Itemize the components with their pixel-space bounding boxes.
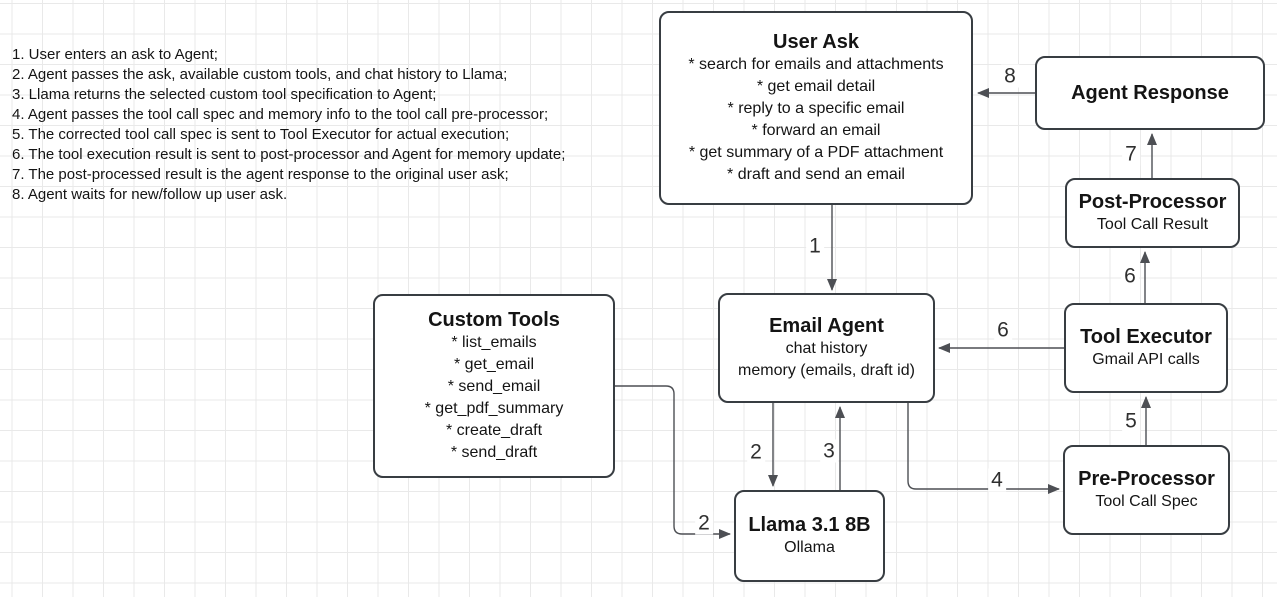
node-custom-tools-line-4: * get_pdf_summary: [424, 400, 564, 417]
edge-label-1: 1: [806, 234, 824, 258]
node-custom-tools-title: Custom Tools: [428, 309, 560, 331]
edge-2b: [615, 385, 731, 539]
edge-label-6a: 6: [1121, 264, 1139, 288]
flow-notes: 1. User enters an ask to Agent; 2. Agent …: [12, 45, 565, 205]
note-line-5: 5. The corrected tool call spec is sent …: [12, 126, 510, 143]
edge-label-8: 8: [1001, 64, 1019, 88]
node-pre-processor-title: Pre-Processor: [1078, 468, 1215, 490]
node-email-agent-title: Email Agent: [769, 315, 884, 337]
node-user-ask: User Ask * search for emails and attachme…: [659, 11, 973, 205]
edge-label-7: 7: [1122, 142, 1140, 166]
edge-label-6b: 6: [994, 318, 1012, 342]
node-llama: Llama 3.1 8B Ollama: [734, 490, 885, 582]
note-line-6: 6. The tool execution result is sent to …: [12, 146, 566, 163]
node-custom-tools-line-1: * list_emails: [451, 334, 537, 351]
node-llama-title: Llama 3.1 8B: [748, 514, 871, 536]
node-llama-line-1: Ollama: [784, 539, 835, 556]
node-user-ask-line-4: * forward an email: [751, 122, 881, 139]
note-line-2: 2. Agent passes the ask, available custo…: [12, 66, 508, 83]
note-line-3: 3. Llama returns the selected custom too…: [12, 86, 437, 103]
edge-label-2b: 2: [695, 511, 713, 535]
node-post-processor-title: Post-Processor: [1078, 191, 1227, 213]
node-user-ask-line-6: * draft and send an email: [727, 166, 905, 183]
node-tool-executor-title: Tool Executor: [1080, 326, 1212, 348]
node-custom-tools-line-3: * send_email: [447, 378, 541, 395]
node-user-ask-line-5: * get summary of a PDF attachment: [688, 144, 944, 161]
node-user-ask-line-2: * get email detail: [756, 78, 876, 95]
node-user-ask-title: User Ask: [773, 31, 859, 53]
node-custom-tools-line-5: * create_draft: [445, 422, 543, 439]
note-line-4: 4. Agent passes the tool call spec and m…: [12, 106, 549, 123]
node-agent-response: Agent Response: [1035, 56, 1265, 130]
node-user-ask-line-3: * reply to a specific email: [727, 100, 905, 117]
edge-label-5: 5: [1122, 409, 1140, 433]
node-custom-tools-line-6: * send_draft: [450, 444, 538, 461]
node-tool-executor-line-1: Gmail API calls: [1092, 351, 1200, 368]
node-custom-tools-line-2: * get_email: [453, 356, 535, 373]
note-line-1: 1. User enters an ask to Agent;: [12, 46, 218, 63]
node-agent-response-title: Agent Response: [1071, 82, 1229, 104]
node-email-agent: Email Agent chat history memory (emails, d…: [718, 293, 935, 403]
edge-label-4: 4: [988, 468, 1006, 492]
edge-label-2a: 2: [747, 440, 765, 464]
node-email-agent-line-2: memory (emails, draft id): [738, 362, 915, 379]
note-line-8: 8. Agent waits for new/follow up user as…: [12, 186, 288, 203]
node-user-ask-line-1: * search for emails and attachments: [688, 56, 944, 73]
note-line-7: 7. The post-processed result is the agen…: [12, 166, 509, 183]
node-email-agent-line-1: chat history: [785, 340, 868, 357]
edge-label-3: 3: [820, 439, 838, 463]
node-post-processor-line-1: Tool Call Result: [1096, 216, 1209, 233]
node-custom-tools: Custom Tools * list_emails * get_email * se…: [373, 294, 615, 478]
node-pre-processor-line-1: Tool Call Spec: [1095, 493, 1198, 510]
edge-4: [907, 403, 1060, 494]
